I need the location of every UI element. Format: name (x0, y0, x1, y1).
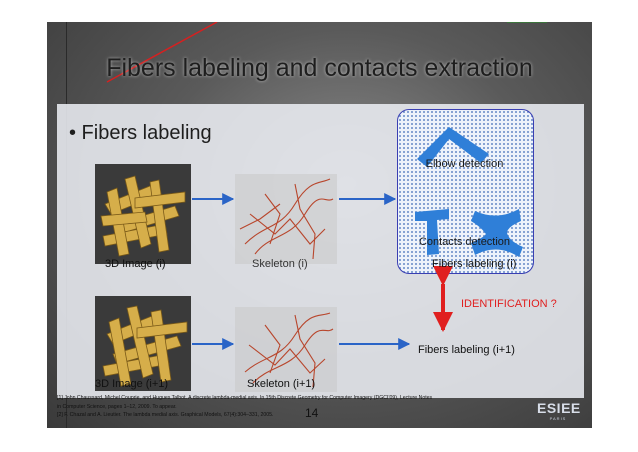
label-fibers-labeling-i: Fibers labeling (i) (432, 258, 516, 270)
logo-text: ESIEE (537, 400, 579, 416)
label-skeleton-i-plus-1: Skeleton (i+1) (247, 378, 315, 390)
slide: Fibers labeling and contacts extraction … (47, 22, 592, 428)
page-number: 14 (305, 406, 318, 420)
label-skeleton-i: Skeleton (i) (252, 258, 308, 270)
logo-subtext: PARIS (537, 416, 579, 421)
label-3d-image-i: 3D Image (i) (105, 258, 166, 270)
flow-arrows (47, 22, 592, 428)
esiee-logo: ESIEE PARIS (537, 400, 579, 424)
footnote-line: [1] John Chaussard, Michel Couprie, and … (57, 394, 577, 403)
label-fibers-labeling-i-plus-1: Fibers labeling (i+1) (418, 344, 515, 356)
identification-label: IDENTIFICATION ? (461, 298, 557, 310)
label-3d-image-i-plus-1: 3D Image (i+1) (95, 378, 168, 390)
